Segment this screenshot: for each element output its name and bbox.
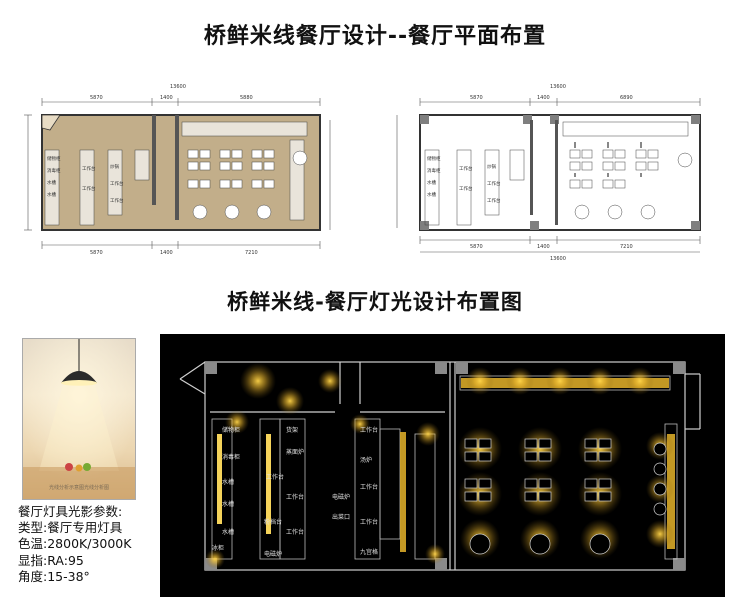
room-label-5: 工作台	[82, 165, 96, 172]
param-row-color-temp: 色温:2800K/3000K	[18, 536, 132, 552]
room-label-2: 消毒柜	[427, 167, 441, 174]
room-label-6: 工作台	[82, 185, 96, 192]
lighting-plan-title: 桥鲜米线-餐厅灯光设计布置图	[227, 290, 523, 314]
floor-plan-title: 桥鲜米线餐厅设计--餐厅平面布置	[203, 24, 547, 49]
kitchen-label-4: 水槽	[222, 500, 234, 508]
room-label-8: 工作台	[110, 180, 124, 187]
lighting-plan: 储物柜 消毒柜 水槽 水槽 水槽 货架 蒸面炉 工作台 工作台 粉档台 电磁炉 …	[160, 334, 725, 597]
kitchen-label-7: 蒸面炉	[286, 448, 304, 456]
kitchen-label-15: 工作台	[360, 426, 378, 434]
dim-top-4: 13600	[550, 84, 566, 90]
dim-top-4: 13600	[170, 84, 186, 90]
param-row-type: 类型:餐厅专用灯具	[18, 520, 123, 536]
kitchen-label-13: 电磁炉	[332, 493, 350, 501]
room-label-1: 储物柜	[47, 155, 61, 162]
kitchen-label-2: 消毒柜	[222, 453, 240, 461]
room-label-1: 储物柜	[427, 155, 441, 162]
room-label-9: 工作台	[110, 197, 124, 204]
room-label-4: 水槽	[427, 191, 436, 198]
room-label-5: 工作台	[459, 165, 473, 172]
lighting-parameters: 餐厅灯具光影参数: 类型:餐厅专用灯具 色温:2800K/3000K 显指:RA…	[18, 504, 131, 585]
kitchen-label-8: 工作台	[266, 473, 284, 481]
kitchen-label-3: 水槽	[222, 478, 234, 486]
room-label-8: 工作台	[487, 180, 501, 187]
kitchen-label-1: 储物柜	[222, 426, 240, 434]
room-label-7: 炒锅	[487, 163, 496, 170]
dim-bottom-1: 5870	[470, 244, 483, 250]
room-label-9: 工作台	[487, 197, 501, 204]
dim-top-2: 1400	[537, 95, 550, 101]
kitchen-label-16: 汤炉	[360, 456, 372, 464]
kitchen-label-5: 水槽	[222, 528, 234, 536]
dim-bottom-2: 1400	[537, 244, 550, 250]
room-label-2: 消毒柜	[47, 167, 61, 174]
room-label-3: 水槽	[47, 179, 56, 186]
room-label-4: 水槽	[47, 191, 56, 198]
params-heading: 餐厅灯具光影参数:	[18, 504, 123, 519]
kitchen-label-6: 货架	[286, 426, 298, 434]
kitchen-label-12: 工作台	[286, 528, 304, 536]
dim-top-3: 6890	[620, 95, 633, 101]
dim-bottom-1: 5870	[90, 250, 103, 256]
room-label-6: 工作台	[459, 185, 473, 192]
kitchen-label-20: 冰柜	[212, 544, 224, 552]
kitchen-label-14: 出菜口	[332, 513, 350, 521]
dim-top-1: 5870	[470, 95, 483, 101]
room-label-3: 水槽	[427, 179, 436, 186]
colored-floor-plan: 5870 1400 5880 13600 5870 1400 7210 储物柜 …	[24, 84, 331, 256]
dim-bottom-2: 1400	[160, 250, 173, 256]
room-label-7: 炒锅	[110, 163, 119, 170]
kitchen-label-18: 工作台	[360, 518, 378, 526]
kitchen-label-17: 工作台	[360, 483, 378, 491]
dim-top-1: 5870	[90, 95, 103, 101]
kitchen-label-9: 工作台	[286, 493, 304, 501]
dim-bottom-3: 7210	[620, 244, 633, 250]
photo-caption: 光线分析示意图光线分析图	[48, 485, 109, 491]
param-row-cri: 显指:RA:95	[18, 552, 84, 568]
dim-bottom-3: 7210	[245, 250, 258, 256]
kitchen-label-19: 九宫格	[360, 548, 378, 556]
dim-top-2: 1400	[160, 95, 173, 101]
pendant-lamp-photo: 光线分析示意图光线分析图	[22, 338, 136, 500]
kitchen-label-10: 粉档台	[264, 518, 282, 526]
dim-bottom-4: 13600	[550, 256, 566, 262]
param-row-beam-angle: 角度:15-38°	[18, 568, 90, 584]
dim-top-3: 5880	[240, 95, 253, 101]
kitchen-label-11: 电磁炉	[264, 550, 282, 558]
line-floor-plan: 5870 1400 6890 13600 5870 1400 7210 1360…	[396, 84, 701, 262]
